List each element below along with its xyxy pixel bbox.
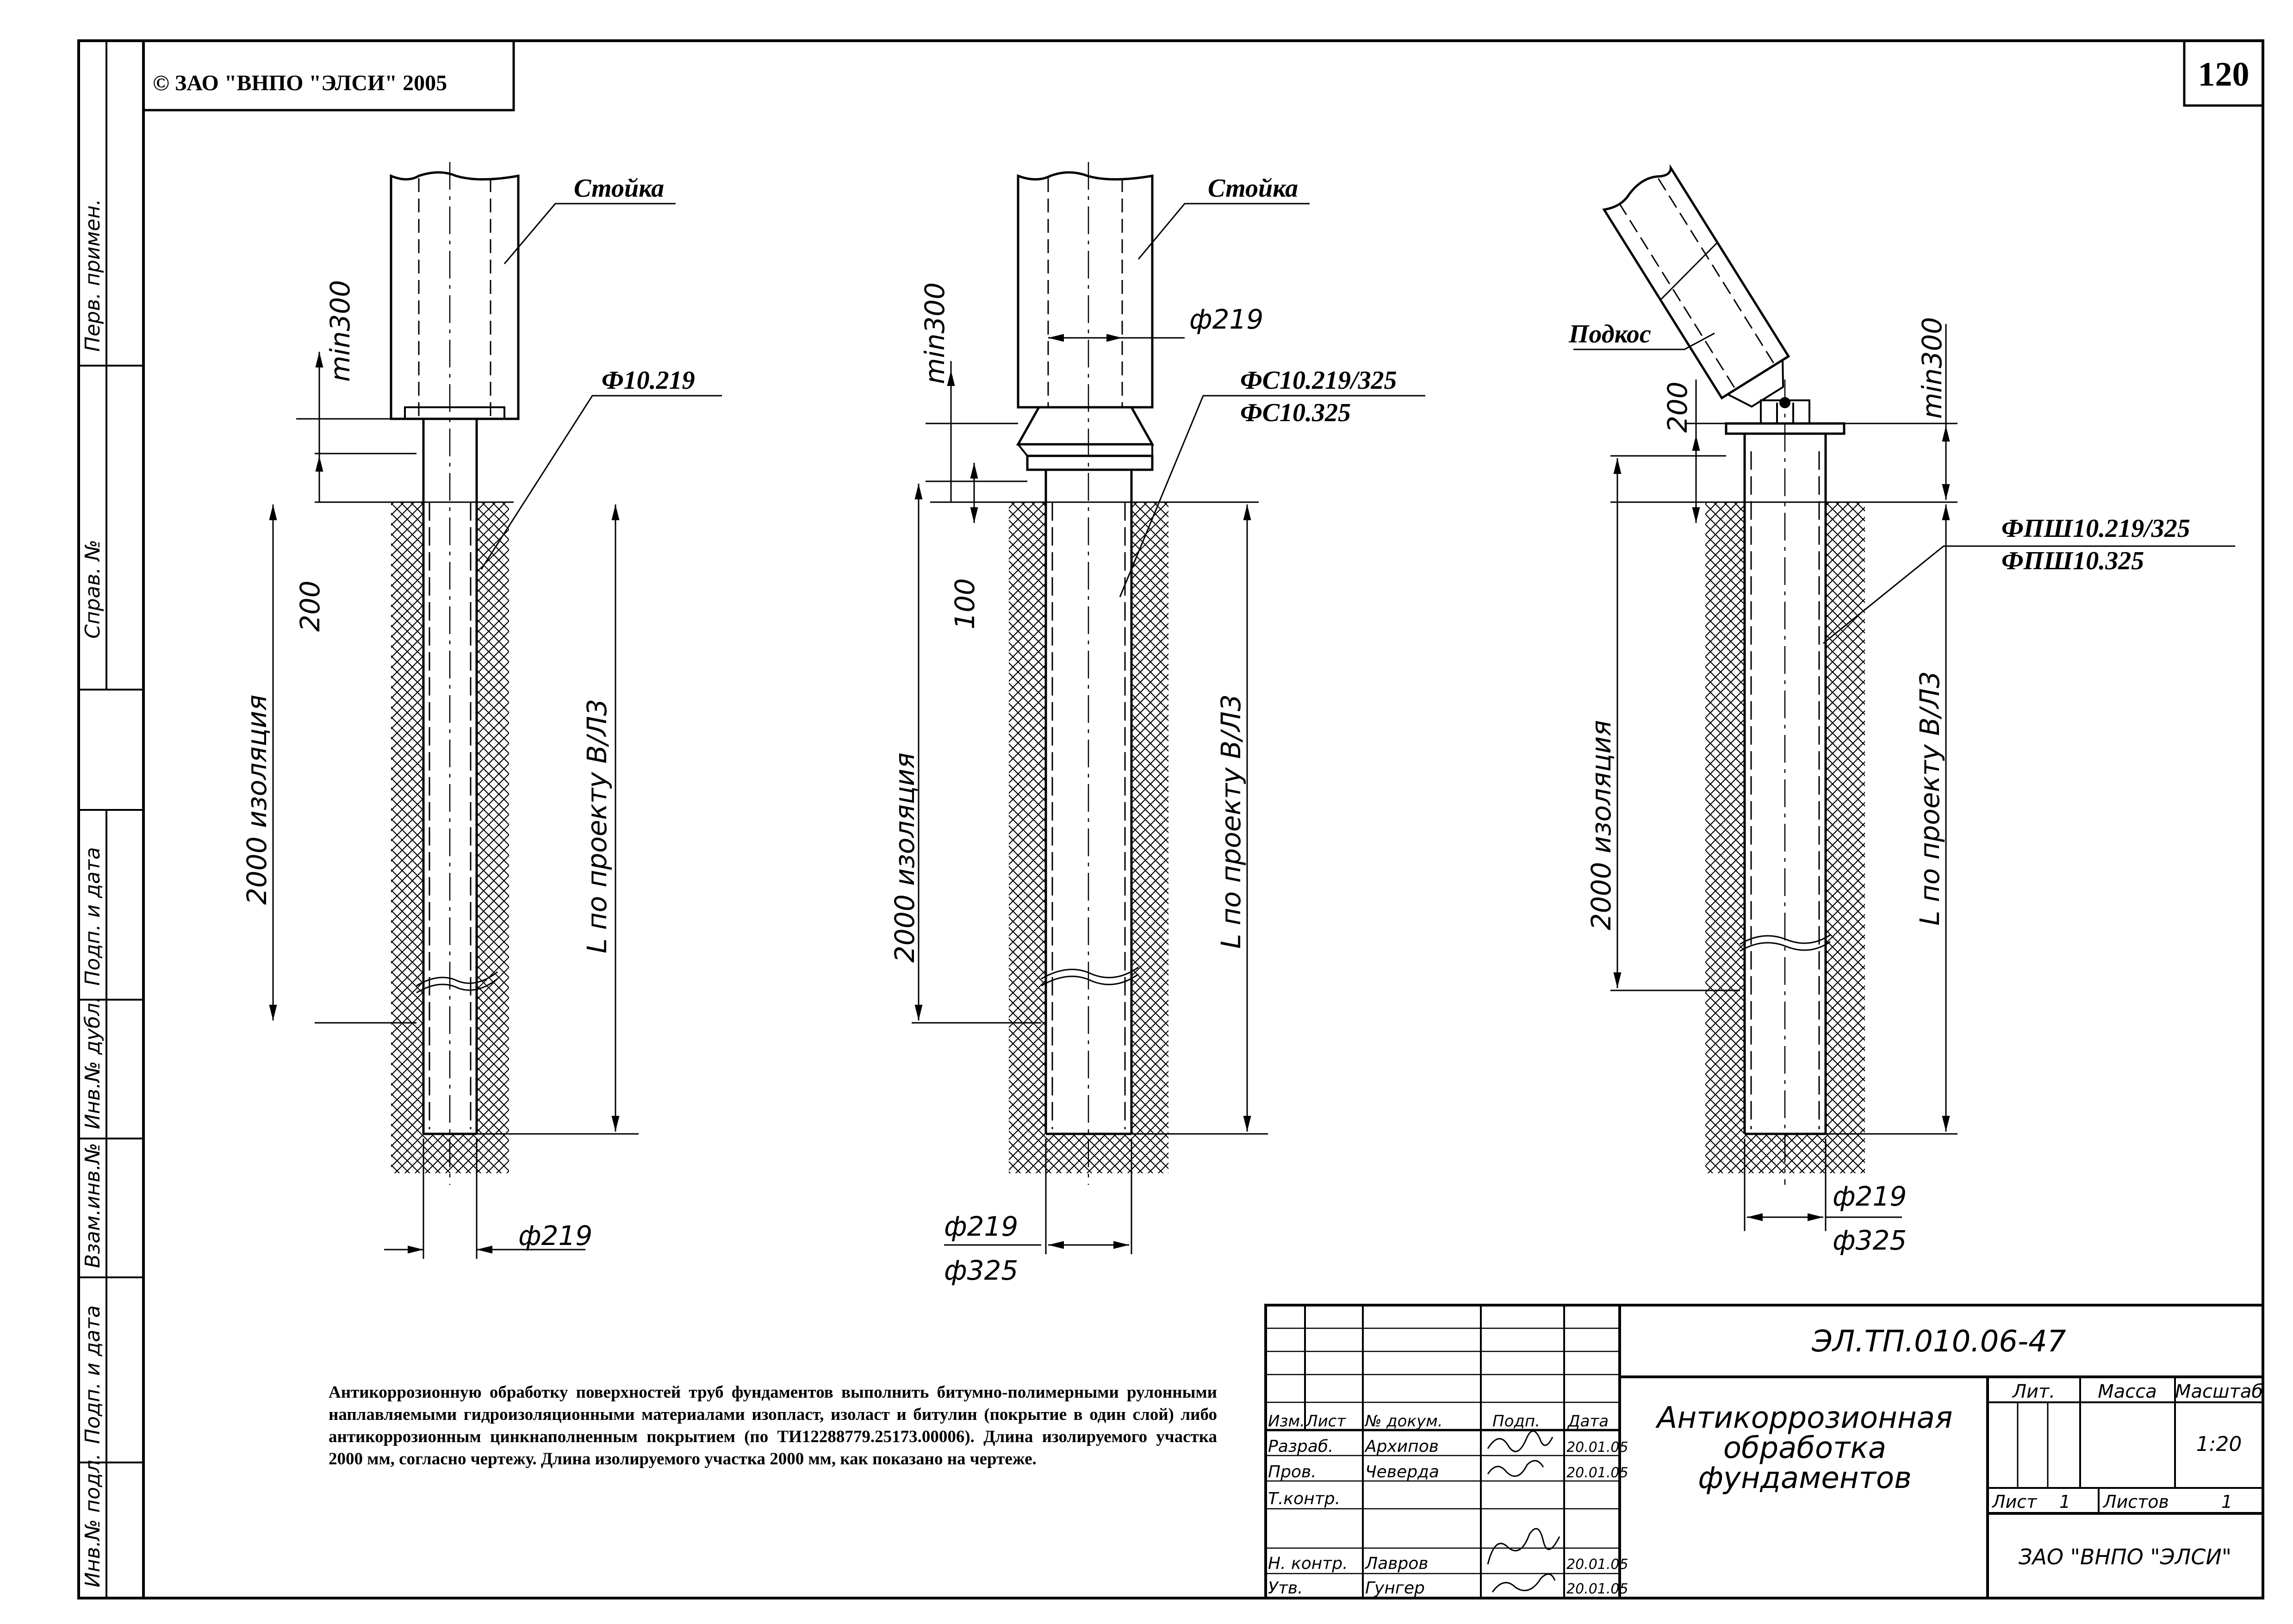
label-lit: Лит. xyxy=(2012,1381,2055,1402)
name-prov: Чеверда xyxy=(1365,1462,1439,1481)
sheet-number: 120 xyxy=(2198,56,2250,93)
right-dim-min300: min300 xyxy=(1916,317,1948,419)
middle-foundation-label-2: ФС10.325 xyxy=(1240,398,1351,427)
middle-foundation-label-1: ФС10.219/325 xyxy=(1240,366,1397,395)
middle-dim-length: L по проекту В/Л3 xyxy=(1215,694,1247,949)
side-sprav-no: Справ. № xyxy=(81,540,105,639)
signature-prov xyxy=(1487,1460,1544,1477)
col-podp: Подп. xyxy=(1492,1412,1540,1431)
name-utv: Гунгер xyxy=(1365,1579,1425,1598)
doc-code: ЭЛ.ТП.010.06-47 xyxy=(1811,1325,2066,1359)
right-dim-diameter-2: ф325 xyxy=(1833,1225,1907,1256)
date-prov: 20.01.05 xyxy=(1566,1465,1628,1481)
signature-razrab xyxy=(1487,1430,1554,1452)
label-sheets: Листов xyxy=(2102,1492,2169,1512)
label-sheet: Лист xyxy=(1991,1492,2038,1512)
copyright-text: © ЗАО "ВНПО "ЭЛСИ" 2005 xyxy=(153,71,447,95)
right-dim-200: 200 xyxy=(1662,381,1693,433)
name-razrab: Архипов xyxy=(1364,1437,1439,1456)
right-dim-length: L по проекту В/Л3 xyxy=(1914,671,1945,926)
right-foundation-label-1: ФПШ10.219/325 xyxy=(2001,514,2190,543)
signature-nkontr xyxy=(1487,1528,1560,1565)
title-block-text: ЭЛ.ТП.010.06-47 Антикоррозионная обработ… xyxy=(1268,1325,2263,1598)
middle-dim-diameter-1: ф219 xyxy=(944,1211,1018,1242)
soil-hatch-right-a xyxy=(1705,502,1745,1173)
side-inv-podl: Инв.№ подл. xyxy=(81,1453,105,1587)
right-foundation-label-2: ФПШ10.325 xyxy=(2001,547,2144,575)
side-perv-primen: Перв. примен. xyxy=(81,199,105,352)
scale-value: 1:20 xyxy=(2196,1432,2242,1456)
soil-hatch-mid-b xyxy=(1131,502,1168,1173)
side-podp-data-top: Подп. и дата xyxy=(81,847,105,986)
soil-hatch-left-b xyxy=(477,502,509,1173)
organization: ЗАО "ВНПО "ЭЛСИ" xyxy=(2019,1544,2231,1569)
brace-right xyxy=(1602,164,1790,408)
side-stamp: Перв. примен. Справ. № Подп. и дата Инв.… xyxy=(81,199,105,1587)
post-left xyxy=(390,171,520,420)
side-podp-data-bottom: Подп. и дата xyxy=(81,1305,105,1444)
right-dim-insulation: 2000 изоляция xyxy=(1585,720,1617,930)
right-brace-label: Подкос xyxy=(1568,320,1651,348)
title-line-3: фундаментов xyxy=(1698,1461,1912,1495)
title-line-2: обработка xyxy=(1723,1431,1886,1465)
label-nkontr: Н. контр. xyxy=(1268,1554,1348,1573)
soil-hatch-left-a xyxy=(391,502,423,1173)
sheet-frame xyxy=(77,39,2264,1599)
title-block xyxy=(1264,1304,2264,1599)
post-middle xyxy=(1017,171,1154,409)
signature-utv xyxy=(1491,1573,1556,1593)
title-line-1: Антикоррозионная xyxy=(1655,1401,1953,1435)
foundation-middle xyxy=(912,162,1425,1254)
sheet-value: 1 xyxy=(2059,1492,2070,1512)
notes-text: Антикоррозионную обработку поверхностей … xyxy=(329,1383,1217,1468)
sheets-value: 1 xyxy=(2221,1492,2232,1512)
left-dim-200: 200 xyxy=(294,580,326,632)
left-foundation-label: Ф10.219 xyxy=(602,366,695,395)
col-data: Дата xyxy=(1567,1412,1609,1431)
left-dim-min300: min300 xyxy=(324,280,356,382)
label-massa: Масса xyxy=(2098,1381,2157,1402)
date-utv: 20.01.05 xyxy=(1566,1581,1628,1597)
label-utv: Утв. xyxy=(1268,1579,1303,1598)
col-izm: Изм. xyxy=(1268,1412,1305,1431)
middle-dim-100: 100 xyxy=(949,578,981,629)
labels-right: Подкос 200 min300 ФПШ10.219/325 ФПШ10.32… xyxy=(1568,317,2190,1256)
middle-dim-insulation: 2000 изоляция xyxy=(889,753,920,963)
right-dim-diameter-1: ф219 xyxy=(1833,1181,1907,1212)
soil-hatch-right-b xyxy=(1826,502,1865,1173)
soil-hatch-mid-a xyxy=(1009,502,1046,1173)
left-dim-diameter: ф219 xyxy=(518,1220,592,1251)
date-nkontr: 20.01.05 xyxy=(1566,1556,1628,1573)
label-masshtab: Масштаб xyxy=(2175,1381,2263,1402)
middle-dim-min300: min300 xyxy=(919,282,951,384)
foundation-left xyxy=(269,162,722,1259)
middle-dim-diameter-2: ф325 xyxy=(944,1255,1018,1286)
side-vzam-inv: Взам.инв.№ xyxy=(81,1143,105,1268)
labels-left: Стойка Ф10.219 min300 200 2000 изоляция … xyxy=(241,174,695,1251)
date-razrab: 20.01.05 xyxy=(1566,1439,1628,1456)
left-dim-length: L по проекту В/Л3 xyxy=(581,699,613,953)
left-post-label: Стойка xyxy=(574,174,664,203)
col-doc: № докум. xyxy=(1364,1412,1443,1431)
labels-middle: Стойка ф219 ФС10.219/325 ФС10.325 min300… xyxy=(889,174,1397,1286)
col-list: Лист xyxy=(1305,1412,1346,1431)
side-inv-dubl: Инв.№ дубл. xyxy=(81,996,105,1129)
label-razrab: Разраб. xyxy=(1268,1437,1333,1456)
transition-cone xyxy=(1016,406,1155,446)
middle-post-label: Стойка xyxy=(1208,174,1298,203)
middle-dim-top-diameter: ф219 xyxy=(1189,304,1263,335)
name-nkontr: Лавров xyxy=(1364,1554,1428,1573)
left-dim-insulation: 2000 изоляция xyxy=(241,695,273,905)
label-prov: Пров. xyxy=(1268,1462,1317,1481)
label-tkontr: Т.контр. xyxy=(1268,1489,1340,1508)
foundation-right xyxy=(1573,164,2235,1231)
